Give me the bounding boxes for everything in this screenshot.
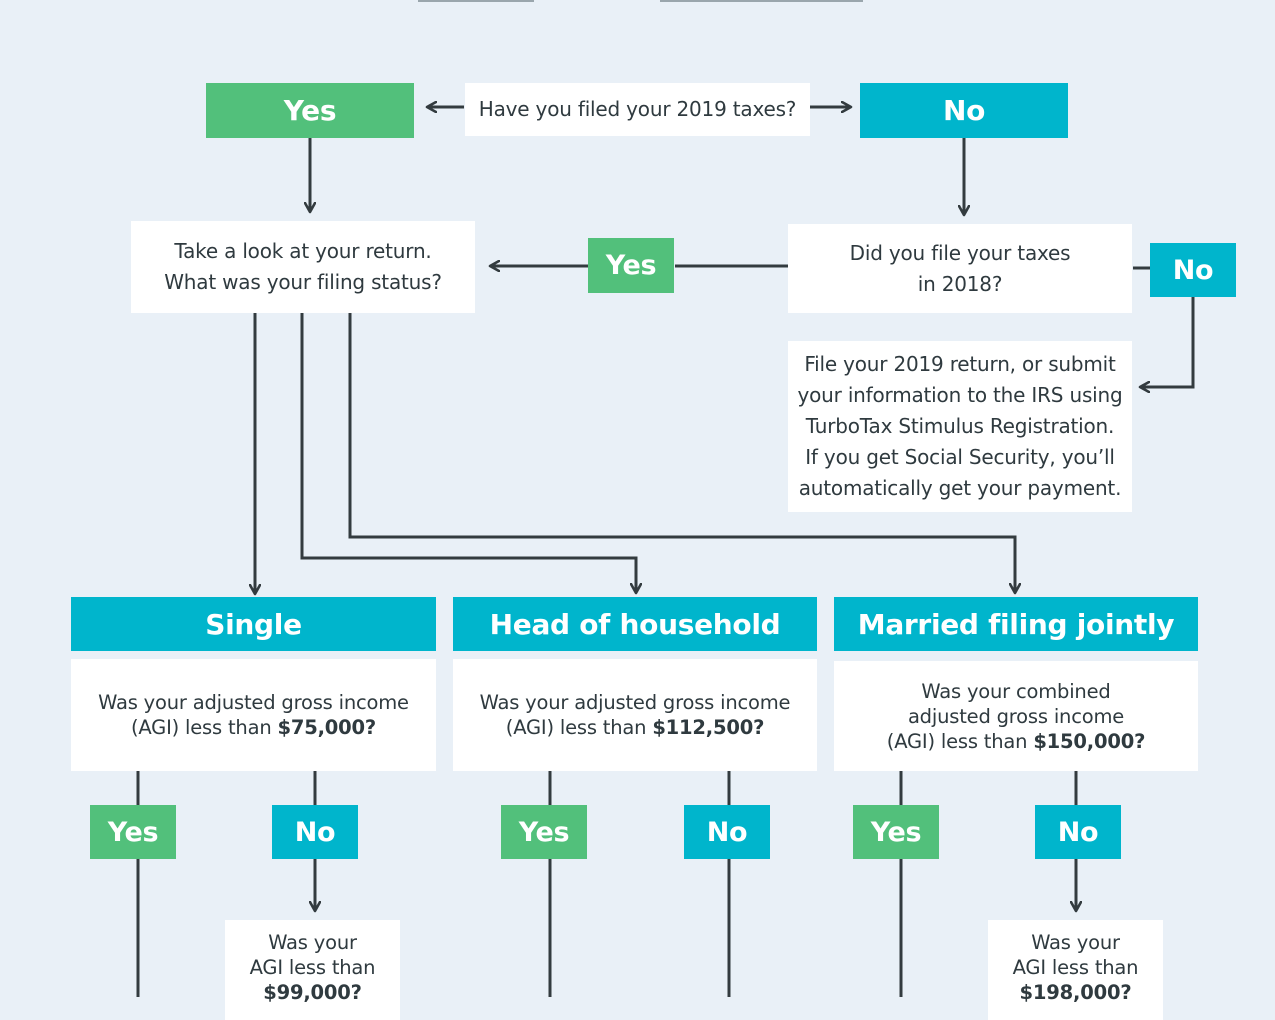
agi-question-line: (AGI) less than $150,000?: [886, 729, 1146, 753]
arrow-no-to-action: [1140, 297, 1195, 387]
single-no-label: No: [272, 805, 358, 859]
flowchart-connectors: [136, 0, 1195, 997]
question-filed-2018: Did you file your taxes in 2018?: [788, 224, 1132, 313]
filed-2018-line-1: Did you file your taxes: [849, 240, 1071, 265]
filed-2018-yes-label: Yes: [588, 238, 674, 293]
top-edge-fragment: [418, 0, 534, 2]
agi-threshold: $75,000?: [277, 716, 377, 739]
action-line: TurboTax Stimulus Registration.: [805, 414, 1115, 438]
agi-question-line: Was your adjusted gross income: [479, 691, 791, 714]
question-filed-2019: Have you filed your 2019 taxes?: [465, 83, 810, 136]
followup-threshold: $198,000?: [1019, 981, 1132, 1004]
married-yes-label: Yes: [853, 805, 939, 859]
single-yes-label: Yes: [90, 805, 176, 859]
married-no-label: No: [1035, 805, 1121, 859]
action-line: your information to the IRS using: [797, 383, 1123, 407]
action-file-2019-return: File your 2019 return, or submit your in…: [788, 341, 1132, 512]
question-married-agi-198000: Was your AGI less than $198,000?: [988, 920, 1163, 1020]
status-header-married-filing-jointly: Married filing jointly: [834, 597, 1198, 651]
followup-threshold: $99,000?: [263, 981, 362, 1004]
question-single-agi: Was your adjusted gross income (AGI) les…: [71, 659, 436, 771]
followup-line: AGI less than: [1012, 956, 1139, 979]
agi-threshold: $112,500?: [652, 716, 765, 739]
filing-status-line-1: Take a look at your return.: [174, 239, 432, 263]
filing-status-line-2: What was your filing status?: [164, 270, 442, 294]
agi-question-line: (AGI) less than $112,500?: [505, 716, 765, 739]
question-hoh-agi: Was your adjusted gross income (AGI) les…: [453, 659, 817, 771]
action-line: File your 2019 return, or submit: [804, 352, 1116, 376]
agi-question-line: Was your combined: [921, 679, 1111, 703]
agi-question-line: (AGI) less than $75,000?: [130, 716, 377, 739]
followup-line: Was your: [1031, 931, 1120, 954]
followup-line: Was your: [268, 931, 357, 954]
agi-question-line: adjusted gross income: [907, 704, 1125, 728]
filed-2018-no-label: No: [1150, 243, 1236, 297]
action-line: If you get Social Security, you’ll: [805, 445, 1115, 469]
hoh-no-label: No: [684, 805, 770, 859]
question-filing-status: Take a look at your return. What was you…: [131, 221, 475, 313]
status-header-single: Single: [71, 597, 436, 651]
top-edge-fragment: [660, 0, 863, 2]
arrow-to-head-of-household: [300, 313, 636, 593]
arrow-to-married: [348, 313, 1015, 593]
agi-threshold: $150,000?: [1033, 729, 1146, 753]
question-single-agi-99000: Was your AGI less than $99,000?: [225, 920, 400, 1020]
filed-2018-line-2: in 2018?: [917, 271, 1003, 296]
followup-line: AGI less than: [249, 956, 376, 979]
action-line: automatically get your payment.: [798, 476, 1122, 500]
agi-question-line: Was your adjusted gross income: [98, 691, 409, 714]
hoh-yes-label: Yes: [501, 805, 587, 859]
status-header-head-of-household: Head of household: [453, 597, 817, 651]
question-married-agi: Was your combined adjusted gross income …: [834, 661, 1198, 771]
top-no-label: No: [860, 83, 1068, 138]
top-yes-label: Yes: [206, 83, 414, 138]
